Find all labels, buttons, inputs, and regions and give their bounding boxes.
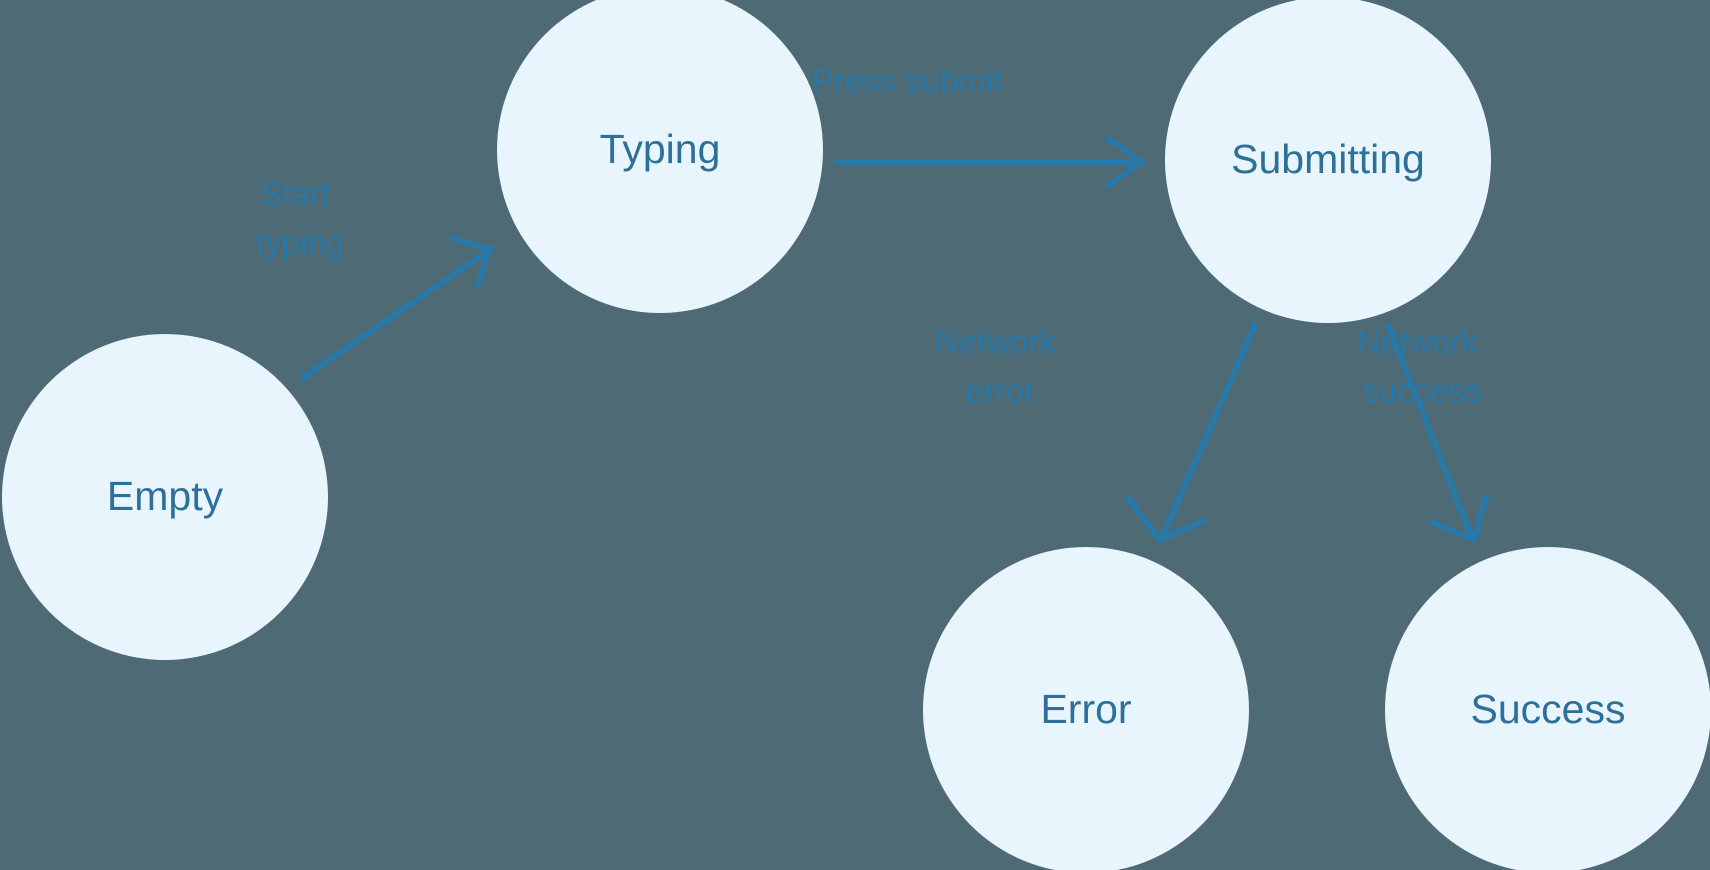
state-node-error[interactable]: Error xyxy=(923,547,1249,870)
transition-network-error-label-line-1: Network xyxy=(935,323,1057,360)
state-node-submitting[interactable]: Submitting xyxy=(1165,0,1491,323)
state-node-typing[interactable]: Typing xyxy=(497,0,823,313)
state-node-submitting-circle xyxy=(1165,0,1491,323)
transition-press-submit-label-line-1: Press submit xyxy=(812,62,1003,99)
transition-network-success-label-line-2: success xyxy=(1362,372,1481,409)
transition-network-error-label: Network error xyxy=(935,323,1065,409)
state-node-empty-label: Empty xyxy=(107,473,224,519)
state-node-submitting-label: Submitting xyxy=(1231,136,1425,182)
transition-start-typing-label-line-2: typing xyxy=(256,224,344,261)
transition-start-typing-label: Start typing xyxy=(256,175,344,261)
state-node-typing-circle xyxy=(497,0,823,313)
transition-network-success[interactable]: Network success xyxy=(1357,322,1489,543)
state-node-success-label: Success xyxy=(1471,686,1626,732)
transition-network-error[interactable]: Network error xyxy=(935,322,1258,543)
transition-start-typing-line xyxy=(300,245,495,381)
transition-press-submit[interactable]: Press submit xyxy=(812,62,1146,188)
state-node-error-circle xyxy=(923,547,1249,870)
state-node-success[interactable]: Success xyxy=(1385,547,1710,870)
transition-press-submit-label: Press submit xyxy=(812,62,1003,99)
state-node-empty-circle xyxy=(2,334,328,660)
transition-network-success-line xyxy=(1385,322,1475,541)
transition-network-success-label-line-1: Network xyxy=(1357,323,1479,360)
transition-network-success-label: Network success xyxy=(1357,323,1487,409)
transition-start-typing[interactable]: Start typing xyxy=(256,175,495,381)
transition-start-typing-label-line-1: Start xyxy=(261,175,331,212)
transition-network-success-arrowhead xyxy=(1429,493,1489,543)
transition-press-submit-arrowhead xyxy=(1106,136,1144,188)
transition-start-typing-arrowhead xyxy=(449,235,492,289)
state-node-error-label: Error xyxy=(1040,686,1131,732)
state-node-empty[interactable]: Empty xyxy=(2,334,328,660)
transition-network-error-line xyxy=(1159,322,1258,541)
transition-network-error-label-line-2: error xyxy=(965,372,1035,409)
transition-network-error-arrowhead xyxy=(1125,495,1206,543)
state-node-typing-label: Typing xyxy=(600,126,721,172)
state-node-success-circle xyxy=(1385,547,1710,870)
